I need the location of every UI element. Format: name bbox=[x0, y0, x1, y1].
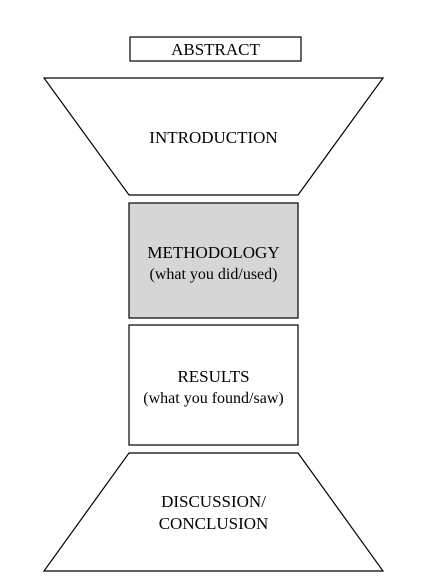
abstract-label: ABSTRACT bbox=[171, 40, 260, 59]
abstract-section: ABSTRACT bbox=[129, 36, 302, 62]
abstract-box bbox=[129, 36, 302, 62]
results-box bbox=[128, 324, 299, 446]
introduction-label: INTRODUCTION bbox=[149, 128, 277, 147]
results-label: RESULTS bbox=[177, 367, 249, 386]
discussion-section: DISCUSSION/ CONCLUSION bbox=[42, 452, 385, 572]
discussion-funnel bbox=[42, 452, 385, 572]
methodology-sublabel: (what you did/used) bbox=[150, 266, 278, 283]
introduction-funnel bbox=[42, 77, 385, 196]
methodology-section: METHODOLOGY (what you did/used) bbox=[128, 202, 299, 319]
methodology-box bbox=[128, 202, 299, 319]
introduction-section: INTRODUCTION bbox=[42, 77, 385, 196]
results-section: RESULTS (what you found/saw) bbox=[128, 324, 299, 446]
discussion-label-line1: DISCUSSION/ bbox=[161, 492, 266, 511]
results-sublabel: (what you found/saw) bbox=[143, 390, 283, 407]
methodology-label: METHODOLOGY bbox=[147, 243, 279, 262]
discussion-label-line2: CONCLUSION bbox=[159, 514, 269, 533]
